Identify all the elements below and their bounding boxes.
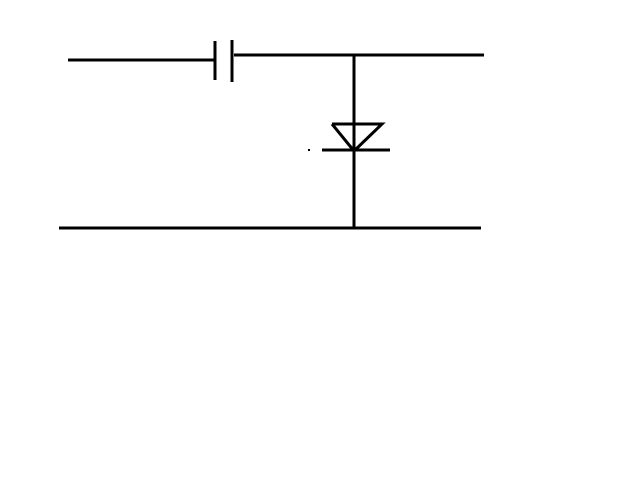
diode-icon — [322, 122, 390, 154]
diode-triangle — [330, 122, 386, 154]
capacitor-icon — [213, 40, 234, 82]
stray-dot — [308, 149, 310, 151]
